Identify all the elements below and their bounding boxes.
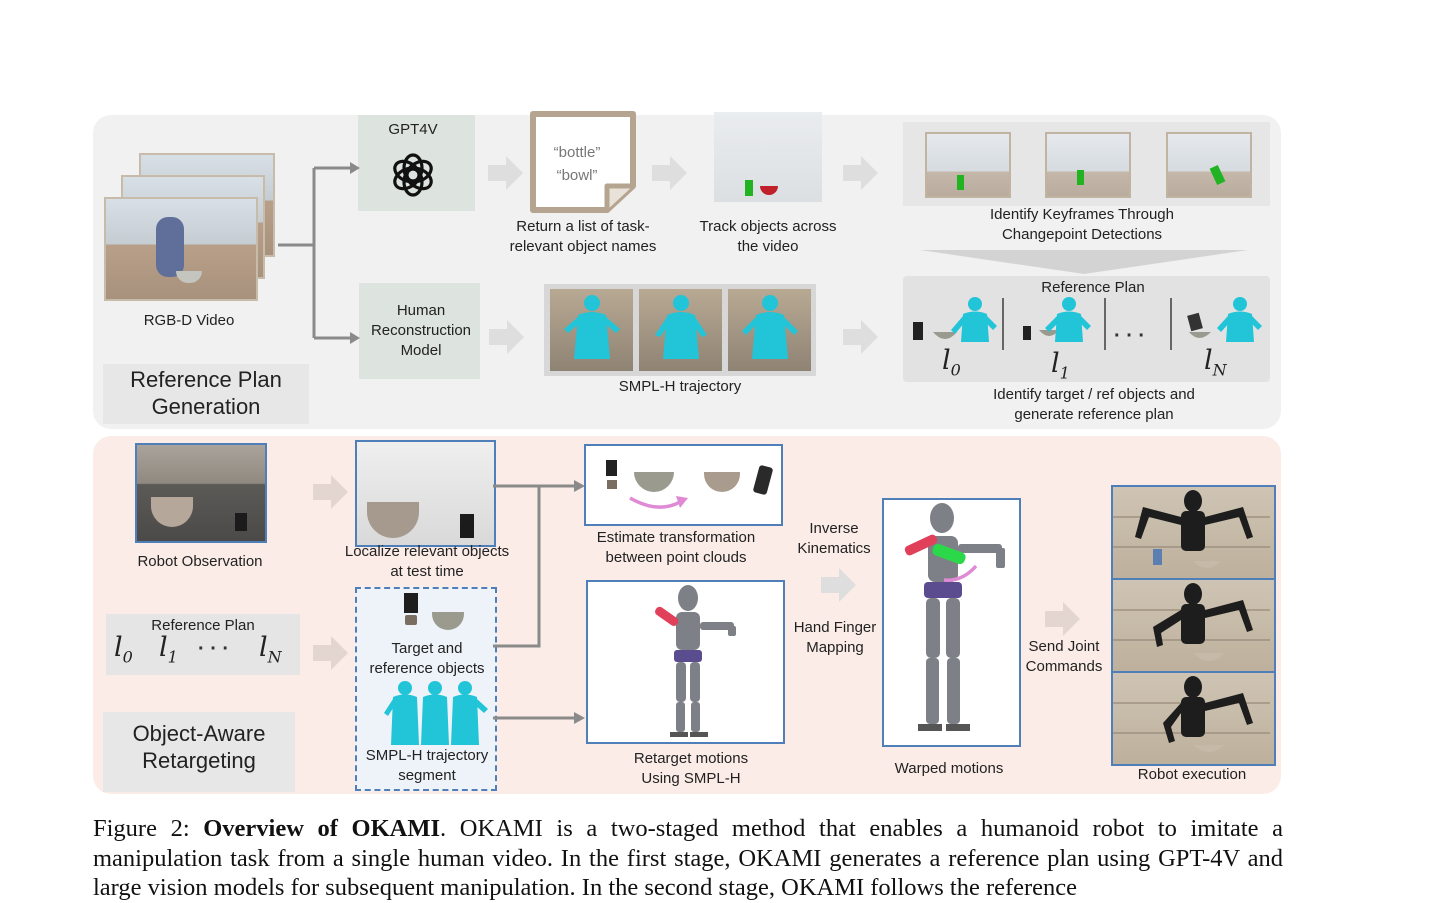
arrow-hrm-to-smplh — [489, 320, 524, 354]
keyframes-to-plan-wedge — [920, 250, 1248, 274]
identify-ref-objects-label: Identify target / ref objects and genera… — [993, 386, 1195, 423]
rgbd-label: RGB-D Video — [143, 312, 235, 329]
arrow-doc-to-track — [652, 156, 687, 190]
caption-body: . OKAMI is a two-staged method that enab… — [93, 815, 1284, 901]
keyframes-label: Identify Keyframes Through Changepoint D… — [990, 206, 1174, 243]
obs-bottle — [235, 513, 247, 531]
caption-prefix: Figure 2: — [93, 815, 204, 842]
plan-step-lN: lN — [1204, 345, 1227, 380]
robot-execution-figures — [1113, 490, 1270, 752]
target-bowl-icon — [432, 612, 464, 630]
pc-bowl-1 — [634, 472, 674, 492]
target-bottle-base — [405, 615, 417, 625]
plan-step-l1: l1 — [1051, 348, 1070, 383]
stage-label-reference-plan: Reference Plan Generation — [103, 364, 309, 424]
arrow-track-to-keyframes — [843, 156, 878, 190]
doc-line-bottle: “bottle” — [553, 144, 601, 161]
target-objects-label: Target and reference objects — [369, 640, 485, 677]
smplh-segment-label: SMPL-H trajectory segment — [365, 747, 489, 784]
human-reconstruction-box — [359, 283, 480, 379]
arrow-smplh-to-refplan — [843, 320, 878, 354]
pc-bottle-1 — [606, 460, 617, 476]
robot-retarget-figure — [655, 585, 736, 737]
plan-dots: · · · — [1114, 325, 1146, 347]
pc-bottle-2 — [752, 464, 774, 496]
hand-finger-mapping-label: Hand Finger Mapping — [793, 619, 877, 656]
plan-step-l0: l0 — [942, 345, 961, 380]
localize-bottle — [460, 514, 474, 538]
localize-bowl — [367, 502, 419, 538]
keyframe-2 — [1045, 132, 1131, 198]
robot-execution-label: Robot execution — [1137, 766, 1247, 783]
keyframe-1 — [925, 132, 1011, 198]
smplh-trajectory-label: SMPL-H trajectory — [618, 378, 742, 395]
bowl-icon — [176, 271, 202, 283]
retarget-motions-label: Retarget motions Using SMPL-H — [633, 750, 749, 787]
robot-warped-figure — [904, 503, 1005, 731]
arrow-gpt-to-doc — [488, 156, 523, 190]
transform-arrow-icon — [629, 496, 688, 509]
bottom-plan-l0: l0 — [114, 632, 133, 667]
smplh-human-figures — [564, 295, 798, 359]
inverse-kinematics-label: Inverse Kinematics — [797, 520, 871, 557]
localize-objects-image — [355, 440, 496, 547]
send-joint-commands-label: Send Joint Commands — [1025, 638, 1103, 675]
target-objects-dashed-box — [355, 587, 497, 791]
bottom-plan-lN: lN — [259, 632, 282, 667]
target-bottle-icon — [404, 593, 418, 613]
doc-line-bowl: “bowl” — [556, 167, 598, 184]
tracked-bottle — [745, 180, 753, 196]
arrow-warped-to-execution — [1045, 602, 1080, 636]
obs-bowl — [151, 497, 193, 527]
robot-observation-label: Robot Observation — [137, 553, 263, 570]
kf1-bottle — [957, 175, 964, 190]
keyframe-3 — [1166, 132, 1252, 198]
arrow-obs-to-localize — [313, 475, 348, 509]
human-reconstruction-label: Human Reconstruction Model — [370, 302, 472, 359]
kf2-bottle — [1077, 170, 1084, 185]
reference-plan-bottom-title: Reference Plan — [151, 617, 255, 634]
pc-bottle-1-base — [607, 480, 617, 489]
reference-plan-bottom-box — [106, 614, 300, 675]
robot-observation-image — [135, 443, 267, 543]
bottom-plan-l1: l1 — [159, 632, 178, 667]
caption-bold-title: Overview of OKAMI — [203, 815, 441, 842]
document-icon — [530, 111, 636, 213]
localize-objects-label: Localize relevant objects at test time — [344, 543, 510, 580]
bottom-plan-dots: · · · — [198, 638, 230, 660]
smplh-segment-figures — [384, 681, 488, 745]
gpt4v-label: GPT4V — [388, 121, 438, 138]
track-objects-label: Track objects across the video — [699, 218, 837, 255]
rgbd-frame-front — [104, 197, 258, 301]
stage-label-object-aware: Object-Aware Retargeting — [103, 712, 295, 792]
reference-plan-title: Reference Plan — [1041, 279, 1145, 296]
figure-caption: Figure 2: Overview of OKAMI. OKAMI is a … — [93, 814, 1283, 903]
tracked-bowl — [760, 186, 778, 195]
warped-motions-label: Warped motions — [894, 760, 1004, 777]
estimate-transform-label: Estimate transformation between point cl… — [596, 529, 756, 566]
arrow-plan-to-targets — [313, 636, 348, 670]
pc-bowl-2 — [704, 472, 740, 492]
return-list-label: Return a list of task- relevant object n… — [509, 218, 657, 255]
point-cloud-transform-box — [584, 444, 783, 526]
blurred-person — [156, 217, 184, 277]
openai-logo-icon — [393, 153, 433, 197]
reference-plan-steps — [913, 297, 1262, 350]
arrow-retarget-to-warped — [821, 568, 856, 602]
branch-arrows — [278, 162, 360, 344]
connector-arrows — [493, 480, 585, 724]
